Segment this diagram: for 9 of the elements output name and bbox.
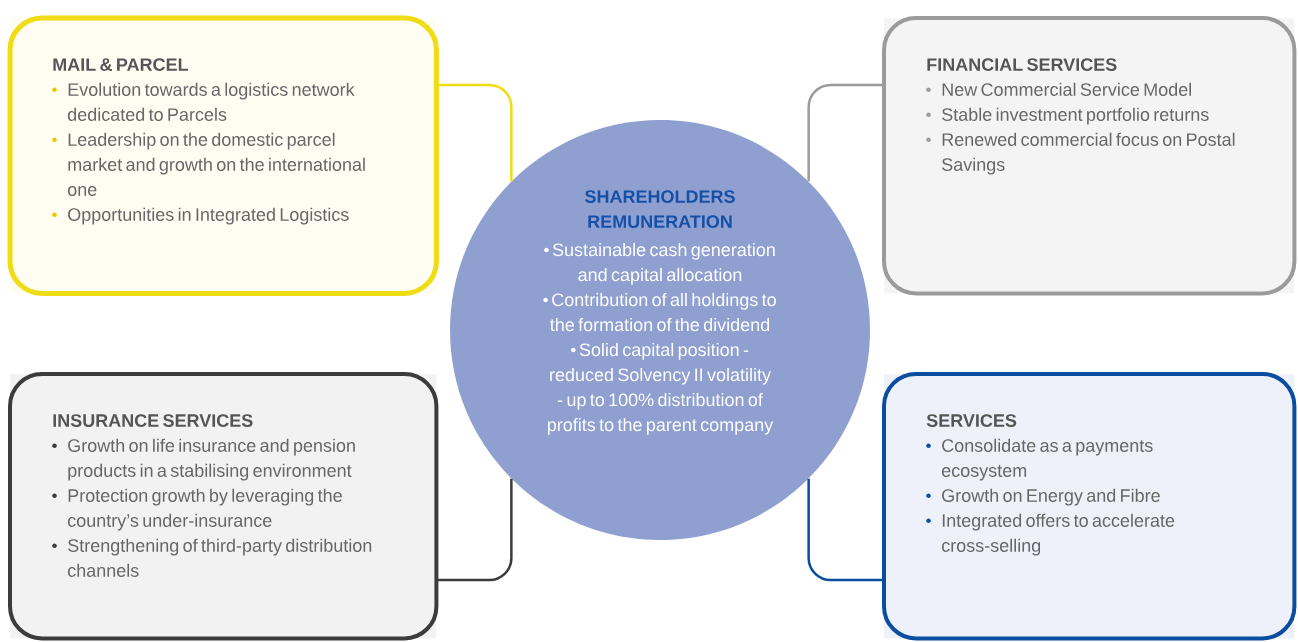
connector-line — [436, 83, 513, 182]
circle-node: SHAREHOLDERS REMUNERATION Sustainable cash generation and capital allocation Contribution of all holdings to the formation of the dividend Solid capital position - reduced Solvency II volatility - up to 100% distribution of profits to the parent company — [450, 120, 870, 540]
info-box: MAIL & PARCEL Evolution towards a logistics network dedicated to Parcels Leadership on the domestic parcel market and growth on the international one Opportunities in Integrated Logistics — [7, 15, 439, 296]
connector-line — [807, 83, 884, 182]
info-box: FINANCIAL SERVICES New Commercial Service Model Stable investment portfolio returns Renewed commercial focus on Postal Savings — [882, 16, 1297, 296]
info-box: INSURANCE SERVICES Growth on life insurance and pension products in a stabilising environment Protection growth by leveraging the country’s under-insurance Strengthening of third-party distribution channels — [8, 372, 439, 641]
connector-line — [807, 478, 884, 582]
info-box: SERVICES Consolidate as a payments ecosystem Growth on Energy and Fibre Integrated offers to accelerate cross-selling — [882, 372, 1297, 641]
connector-line — [436, 478, 513, 582]
